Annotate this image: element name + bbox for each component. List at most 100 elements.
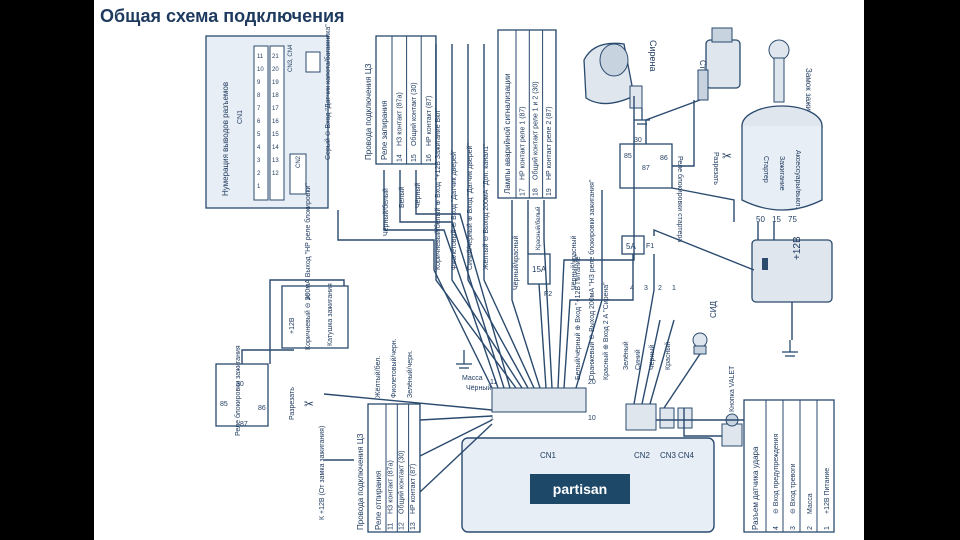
mass-label: Масса (462, 375, 483, 382)
ground-icon-mass (456, 350, 472, 369)
unlock-row-text: НЗ контакт (87а) (387, 460, 394, 514)
siren-label: Сирена (648, 40, 658, 72)
fuse-f2-label: F2 (544, 291, 552, 298)
battery-label: +12В (792, 236, 803, 260)
valet-button-icon (721, 413, 743, 447)
shock-row-num: 2 (807, 526, 814, 530)
wiring-diagram-page: Общая схема подключения Нумерация выводо… (94, 0, 864, 540)
pinout-cell: 19 (272, 80, 279, 86)
unlock-table (367, 403, 421, 533)
ign-scissors-icon: ✂ (304, 397, 314, 411)
shock-table (743, 399, 835, 533)
ign-relay-pin30: 30 (236, 381, 244, 388)
page-title: Общая схема подключения (100, 6, 345, 26)
ign-relay-label: Реле блокировки зажигания (234, 345, 242, 436)
cn1-pin1: 1 (490, 415, 494, 422)
wire-label-violet-chern: Фиолетовый/черн. (390, 338, 398, 398)
wire-label-black-white: Чёрный/белый (382, 188, 390, 236)
ign-relay-pin87: 87 (240, 421, 248, 428)
wire-harness (241, 44, 793, 493)
wire-label-green-chern: Зелёный/черн. (406, 350, 414, 398)
brown-wire-label: Коричневый ⊖ 200мА Выход "НР реле блокир… (304, 183, 312, 350)
pinout-cell: 18 (272, 93, 279, 99)
unlock-row-num: 13 (410, 522, 417, 530)
lock-term-accessories: Аксессуары/выкл. (794, 150, 801, 208)
key-icon (768, 39, 790, 103)
wire-label-brown-white: Коричневый/белый ⊕ Вход "+12В Зажигание … (434, 108, 442, 270)
pinout-cell: 4 (257, 145, 261, 151)
pinout-caption: Нумерация выводов разъемов (221, 82, 230, 196)
cn3-label: CN3 (660, 451, 677, 460)
hazard-row-text: Общий контакт реле 1 и 2 (30) (532, 81, 540, 180)
ign-cut-label: Разрезать (289, 387, 296, 420)
wire-label-red-in: Красный ⊕ Вход 2 А "Сирена" (602, 282, 610, 380)
starter-relay-pin87: 87 (642, 165, 650, 172)
pinout-cell: 21 (272, 54, 279, 60)
fuse-f1-value: 5А (626, 242, 636, 251)
unlock-table-header: Реле отпирания (374, 471, 383, 530)
coil-label: Катушка зажигания (327, 283, 334, 346)
fuse-f2-value: 15А (532, 265, 547, 274)
trunk-row-num: 14 (397, 154, 404, 162)
hazard-row-num: 19 (546, 188, 553, 196)
pinout-cell: 17 (272, 106, 279, 112)
wire-label-white: Белый (398, 187, 406, 208)
cn2-wire-num: 3 (644, 285, 648, 292)
ignition-relay (215, 363, 269, 427)
pinout-cell: 1 (257, 184, 261, 190)
black-mass-wire-label: Чёрный (466, 384, 491, 392)
shock-row-text: +12В Питание (824, 468, 831, 514)
wire-label-green: Зелёный (622, 341, 630, 370)
hazard-table (497, 29, 557, 199)
cn1-connector (491, 387, 587, 413)
wire-label-violet-black: Фиолетовый ⊖ Вход "Датчик дверей" (450, 149, 458, 270)
led-icon (692, 332, 708, 355)
trunk-table-header: Реле запирания (380, 100, 389, 160)
fuse-f1-label: F1 (646, 243, 654, 250)
ign-relay-pin85: 85 (220, 401, 228, 408)
hazard-row-text: НР контакт реле 2 (87) (546, 106, 553, 180)
pinout-cell: 2 (257, 171, 261, 177)
wire-label-black-2: Чёрный (648, 345, 656, 370)
unlock-row-text: НР контакт (87) (410, 464, 417, 514)
wire-label-blue-black: Синий/чёрный ⊕ Вход "Датчик дверей" (466, 143, 474, 270)
lock-num-50: 50 (756, 215, 765, 224)
trunk-row-text: Общий контакт (30) (410, 82, 418, 146)
starter-relay-pin86: 86 (660, 155, 668, 162)
shock-row-text: ⊖ Вход тревоги (790, 463, 797, 514)
pinout-cell: 8 (257, 93, 261, 99)
wire-label-red-2: Красный (664, 342, 672, 370)
wire-label-black: Чёрный (414, 183, 422, 208)
pinout-cell: 10 (257, 67, 264, 73)
ignition-lock-icon (741, 105, 823, 211)
ground-icon-battery (782, 340, 798, 357)
k12-lock-label: К +12В (От замка зажигания) (319, 426, 326, 520)
cn1-pin11: 11 (490, 379, 497, 386)
shock-row-text: ⊖ Вход предупреждения (773, 433, 780, 514)
trunk-row-num: 16 (426, 154, 433, 162)
ignition-lock-label: Замок зажигания (804, 68, 813, 131)
unlock-table-caption: Провода подключения ЦЗ (356, 433, 365, 530)
wire-label-yellow-black: Жёлтый ⊖ Выход 200мА "Доп. канал1" (482, 143, 490, 270)
lock-num-15: 15 (772, 215, 781, 224)
pinout-cell: 3 (257, 158, 261, 164)
pinout-cell: 5 (257, 132, 261, 138)
wire-label-yellow-bel: Жёлтый/бел. (374, 356, 382, 398)
cn2-wire-num: 2 (658, 285, 662, 292)
lock-num-75: 75 (788, 215, 797, 224)
pinout-cell: 11 (257, 54, 264, 60)
wire-labels: Серый ⊖ Вход "Датчик капота/багажника" Ч… (324, 24, 672, 398)
pinout-cell: 20 (272, 67, 279, 73)
wire-label-red-white: Красный/белый (535, 207, 542, 251)
trunk-row-num: 15 (411, 154, 418, 162)
coil-box (281, 285, 349, 349)
wire-label-black-red: Чёрный/красный (512, 236, 520, 290)
cn2-connector (625, 403, 657, 431)
cn34-pinout-label: CN3, CN4 (288, 44, 294, 72)
shock-row-text: Масса (807, 493, 814, 514)
coil-k-label: К (306, 293, 311, 302)
unlock-row-num: 12 (399, 522, 406, 530)
trunk-row-text: НР контакт (87) (426, 96, 433, 146)
starter-relay-pin30: 30 (634, 137, 642, 144)
pinout-cell: 12 (272, 171, 279, 177)
